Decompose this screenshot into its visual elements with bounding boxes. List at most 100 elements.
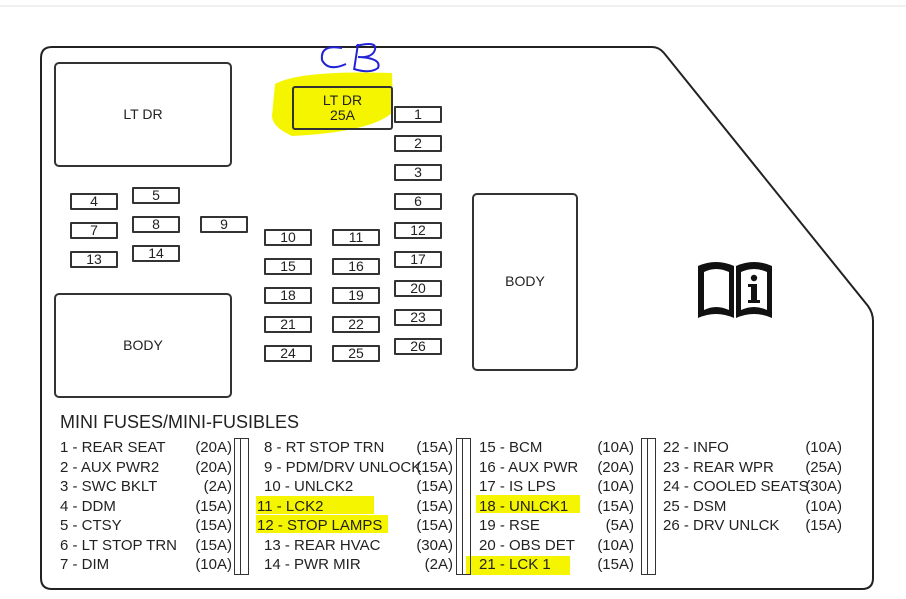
body-label-left: BODY <box>123 336 163 353</box>
legend-item-label: 2 - AUX PWR2 <box>60 458 160 476</box>
legend-item-amperage: (5A) <box>605 517 634 534</box>
fuse-18: 18 <box>264 287 312 304</box>
lt-dr-relay-rating: 25A <box>330 107 355 123</box>
legend-item-label: 14 - PWR MIR <box>264 556 361 573</box>
legend-item-amperage: (20A) <box>597 458 634 476</box>
legend-item-label: 11 - LCK2 <box>257 497 324 515</box>
legend-item-amperage: (10A) <box>597 536 634 554</box>
legend-item-amperage: (15A) <box>195 497 232 515</box>
legend-item-amperage: (15A) <box>416 517 453 534</box>
fuse-6: 6 <box>394 193 442 210</box>
fuse-13: 13 <box>70 251 118 268</box>
fuse-26: 26 <box>394 338 442 355</box>
body-label-center: BODY <box>505 273 545 290</box>
fuse-20: 20 <box>394 280 442 297</box>
fuse-12: 12 <box>394 222 442 239</box>
legend-item-amperage: (15A) <box>416 458 453 476</box>
owners-manual-info-icon <box>698 262 772 318</box>
legend-item-amperage: (25A) <box>805 458 842 476</box>
legend-item-amperage: (20A) <box>195 458 232 476</box>
fuse-24: 24 <box>264 345 312 362</box>
legend-item-label: 6 - LT STOP TRN <box>60 536 177 554</box>
legend-item-label: 1 - REAR SEAT <box>60 439 166 456</box>
legend-item-label: 25 - DSM <box>663 497 727 515</box>
column-separator-1 <box>234 438 249 575</box>
legend-item-amperage: (30A) <box>805 478 842 495</box>
handwritten-annotation: CB <box>300 36 380 73</box>
legend-item-label: 10 - UNLCK2 <box>264 478 354 495</box>
legend-item-label: 8 - RT STOP TRN <box>264 439 385 456</box>
fuse-7: 7 <box>70 222 118 239</box>
fuse-17: 17 <box>394 251 442 268</box>
highlight-lck2 <box>256 496 374 514</box>
annotation-text: CB <box>300 36 302 37</box>
legend-item-amperage: (15A) <box>195 536 232 554</box>
fuse-22: 22 <box>332 316 380 333</box>
fuse-2: 2 <box>394 135 442 152</box>
fuse-19: 19 <box>332 287 380 304</box>
legend-title: MINI FUSES/MINI-FUSIBLES <box>60 412 300 432</box>
legend-item-label: 13 - REAR HVAC <box>264 536 381 554</box>
legend-item-label: 4 - DDM <box>60 497 116 515</box>
legend-item-label: 5 - CTSY <box>60 517 122 534</box>
fuse-10: 10 <box>264 229 312 246</box>
legend-item-label: 18 - UNLCK1 <box>479 497 569 515</box>
legend-item-label: 3 - SWC BKLT <box>60 478 158 495</box>
legend-item-amperage: (2A) <box>203 478 232 495</box>
legend-item-amperage: (2A) <box>424 556 453 573</box>
legend-item-label: 15 - BCM <box>479 439 543 456</box>
fuse-16: 16 <box>332 258 380 275</box>
fuse-21: 21 <box>264 316 312 333</box>
legend-item-label: 26 - DRV UNLCK <box>663 517 780 534</box>
legend-item-label: 12 - STOP LAMPS <box>257 517 383 534</box>
fuse-23: 23 <box>394 309 442 326</box>
legend-item-label: 23 - REAR WPR <box>663 458 774 476</box>
fuse-8: 8 <box>132 216 180 233</box>
legend-item-amperage: (15A) <box>195 517 232 534</box>
legend-item-amperage: (10A) <box>195 556 232 573</box>
legend-item-amperage: (20A) <box>195 439 232 456</box>
legend-item-label: 7 - DIM <box>60 556 110 573</box>
legend-item-amperage: (15A) <box>597 556 634 573</box>
legend-item-label: 19 - RSE <box>479 517 540 534</box>
fuse-5: 5 <box>132 187 180 204</box>
legend-item-label: 20 - OBS DET <box>479 536 575 554</box>
legend-item-label: 16 - AUX PWR <box>479 458 579 476</box>
legend-item-amperage: (10A) <box>597 478 634 495</box>
legend-item-amperage: (10A) <box>805 439 842 456</box>
legend-item-amperage: (15A) <box>416 439 453 456</box>
column-separator-2 <box>456 438 471 575</box>
lt-dr-relay: LT DR 25A <box>292 86 393 130</box>
legend-item-amperage: (15A) <box>805 517 842 534</box>
legend-item-amperage: (10A) <box>597 439 634 456</box>
lt-dr-block: LT DR <box>54 62 232 167</box>
highlight-unlck1 <box>476 495 580 513</box>
lt-dr-relay-label: LT DR <box>322 91 363 108</box>
fuse-1: 1 <box>394 106 442 123</box>
highlight-stop-lamps <box>256 515 388 533</box>
body-block-center: BODY <box>472 193 578 371</box>
legend-item-label: 22 - INFO <box>663 439 729 456</box>
legend-item-label: 9 - PDM/DRV UNLOCK <box>264 458 422 476</box>
legend-item-label: 24 - COOLED SEATS <box>663 478 809 495</box>
fuse-9: 9 <box>200 216 248 233</box>
legend-item-label: 17 - IS LPS <box>479 478 556 495</box>
fuse-25: 25 <box>332 345 380 362</box>
column-separator-3 <box>641 438 656 575</box>
fuse-4: 4 <box>70 193 118 210</box>
legend-item-amperage: (30A) <box>416 536 453 554</box>
fuse-11: 11 <box>332 229 380 246</box>
legend-item-amperage: (15A) <box>416 497 453 515</box>
fuse-15: 15 <box>264 258 312 275</box>
lt-dr-label: LT DR <box>123 105 163 122</box>
highlight-lck1 <box>466 556 570 575</box>
fuse-3: 3 <box>394 164 442 181</box>
body-block-left: BODY <box>54 293 232 398</box>
legend-item-amperage: (10A) <box>805 497 842 515</box>
legend-item-amperage: (15A) <box>597 497 634 515</box>
legend-item-amperage: (15A) <box>416 478 453 495</box>
legend-item-label: 21 - LCK 1 <box>479 556 551 573</box>
fuse-14: 14 <box>132 245 180 262</box>
